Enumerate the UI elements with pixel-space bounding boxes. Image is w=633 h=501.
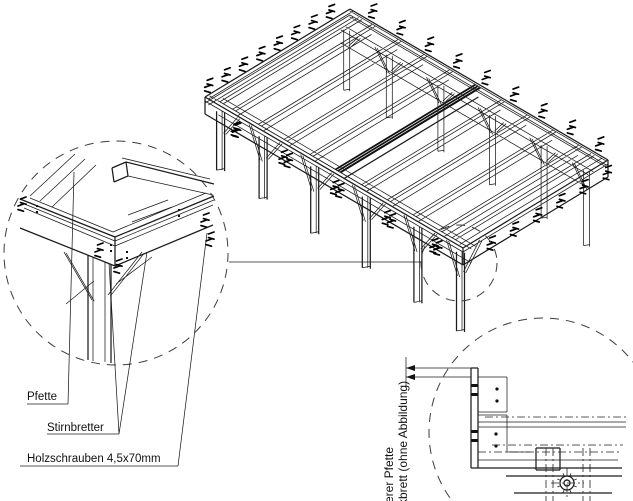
section-rotated-label-2: kbrett (ohne Abbildung) <box>396 381 410 501</box>
callout-labels: Pfette Stirnbretter Holzschrauben 4,5x70… <box>27 381 410 501</box>
main-isometric-view <box>203 3 613 332</box>
holzschrauben-label: Holzschrauben 4,5x70mm <box>27 453 161 465</box>
section-detail-view <box>405 317 633 501</box>
pfette-label: Pfette <box>27 391 57 403</box>
corner-detail-view <box>3 140 229 467</box>
detail-marker <box>229 224 498 302</box>
stirnbretter-label: Stirnbretter <box>47 422 104 434</box>
section-rotated-label-1: erer Pfette <box>382 447 396 501</box>
